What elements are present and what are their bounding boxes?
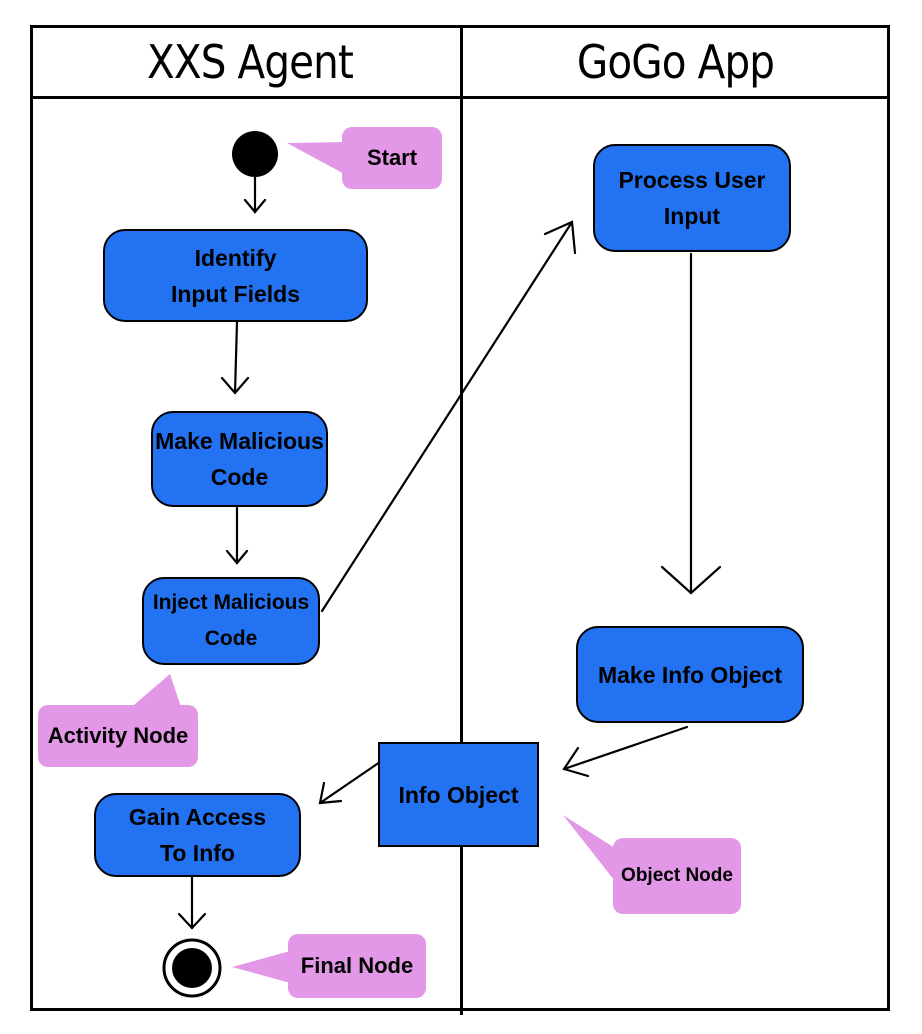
object-node-callout-shape [563, 815, 741, 914]
arrow-inject-process [320, 220, 574, 613]
callout-final-node: Final Node [300, 953, 414, 978]
lane-title-xxs-agent: XXS Agent [147, 35, 354, 89]
callout-start: Start [366, 145, 418, 170]
arrow-makeinfo-infoobject [562, 725, 689, 771]
activity-inject-malicious-code[interactable]: Inject Malicious Code [142, 577, 320, 665]
callout-object-node: Object Node [621, 865, 733, 886]
arrow-identify-makecode [233, 320, 239, 395]
start-callout-shape [287, 127, 442, 189]
object-node-info-object[interactable]: Info Object [378, 742, 539, 847]
swimlane-divider [460, 25, 463, 1015]
activity-node-callout-shape [38, 674, 198, 767]
activity-make-malicious-code[interactable]: Make Malicious Code [151, 411, 328, 507]
callout-activity-node: Activity Node [47, 723, 189, 748]
final-node-callout-shape [232, 934, 426, 998]
start-node [232, 131, 278, 177]
activity-process-user-input[interactable]: Process User Input [593, 144, 791, 252]
lane-title-gogo-app: GoGo App [576, 35, 775, 89]
final-node [162, 938, 222, 998]
activity-identify-input-fields[interactable]: Identify Input Fields [103, 229, 368, 322]
arrow-infoobject-gainaccess [318, 760, 382, 805]
activity-make-info-object[interactable]: Make Info Object [576, 626, 804, 723]
activity-gain-access-to-info[interactable]: Gain Access To Info [94, 793, 301, 877]
